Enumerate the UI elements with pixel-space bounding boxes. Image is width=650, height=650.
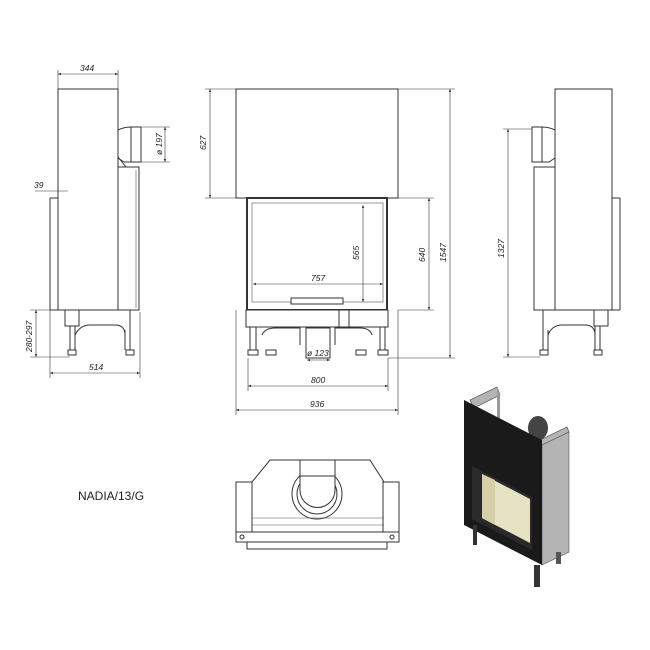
isometric-view bbox=[464, 386, 570, 587]
front-view: 627 1547 640 565 757 ø 123 800 936 bbox=[198, 88, 455, 415]
dim-leg-height: 280-297 bbox=[24, 321, 34, 353]
dim-flue-123: ø 123 bbox=[307, 348, 329, 358]
dim-565: 565 bbox=[351, 246, 361, 260]
dim-757: 757 bbox=[311, 273, 325, 283]
dim-39: 39 bbox=[34, 180, 44, 190]
dim-640: 640 bbox=[417, 248, 427, 262]
dim-344: 344 bbox=[80, 63, 94, 73]
dim-flue-197: ø 197 bbox=[154, 133, 164, 155]
dim-514: 514 bbox=[89, 362, 103, 372]
dim-1327: 1327 bbox=[496, 239, 506, 258]
plan-view bbox=[235, 459, 400, 550]
dim-936: 936 bbox=[310, 399, 324, 409]
model-name-label: NADIA/13/G bbox=[78, 489, 145, 503]
side-view-left: 344 ø 197 39 280-297 514 bbox=[24, 63, 170, 378]
dim-800: 800 bbox=[311, 375, 325, 385]
dim-1547: 1547 bbox=[438, 243, 448, 262]
dim-627: 627 bbox=[198, 136, 208, 150]
side-view-right: 1327 bbox=[496, 88, 621, 358]
